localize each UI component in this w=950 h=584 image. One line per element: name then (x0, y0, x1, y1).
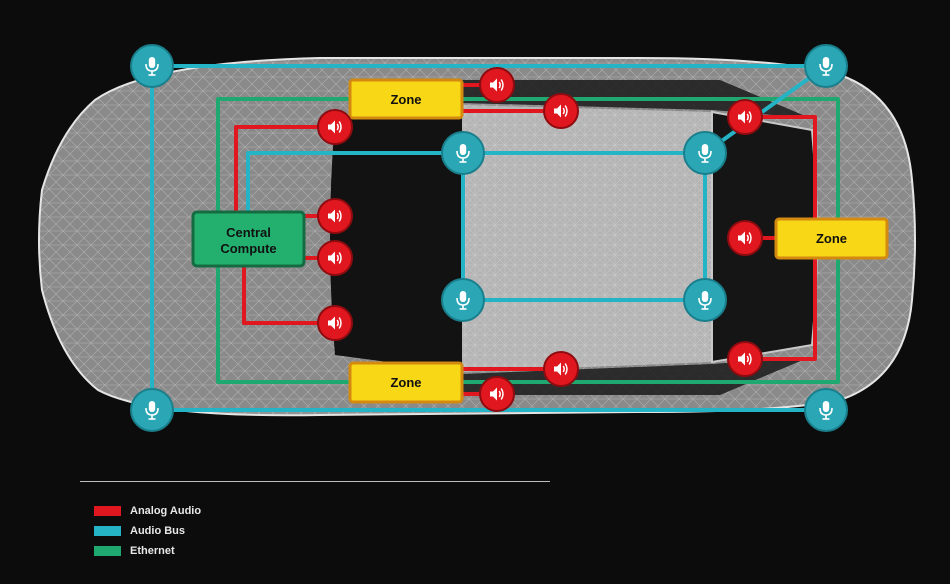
legend-label: Analog Audio (130, 505, 202, 517)
speaker-icon (317, 305, 353, 341)
zone-label: Zone (390, 375, 421, 390)
central-compute-node: Central Compute (191, 210, 306, 268)
speaker-icon (543, 351, 579, 387)
microphone-icon (683, 278, 727, 322)
speaker-icon (727, 341, 763, 377)
audio-bus-link (703, 64, 828, 155)
analog-audio-link (234, 125, 335, 212)
ethernet-link (216, 266, 350, 384)
zone-label: Zone (816, 231, 847, 246)
speaker-icon (317, 240, 353, 276)
microphone-icon (804, 44, 848, 88)
microphone-icon (683, 131, 727, 175)
microphone-icon (130, 44, 174, 88)
audio-bus-link (246, 151, 463, 212)
zone-node-rear: Zone (774, 217, 889, 260)
ethernet-link (216, 97, 350, 212)
analog-audio-link (242, 266, 335, 325)
microphone-icon (804, 388, 848, 432)
speaker-icon (727, 99, 763, 135)
speaker-icon (317, 109, 353, 145)
legend-label: Audio Bus (130, 525, 185, 537)
legend-swatch (94, 546, 121, 556)
legend-item-analog-audio: Analog Audio (94, 504, 201, 518)
central-compute-label: Central (226, 225, 271, 240)
microphone-icon (130, 388, 174, 432)
zone-node-bottom: Zone (348, 361, 464, 404)
microphone-icon (441, 278, 485, 322)
speaker-icon (317, 198, 353, 234)
central-compute-label: Compute (220, 241, 276, 256)
speaker-icon (479, 376, 515, 412)
speaker-icon (479, 67, 515, 103)
microphones (130, 44, 848, 432)
legend-item-audio-bus: Audio Bus (94, 524, 185, 538)
legend: Analog Audio Audio Bus Ethernet (80, 481, 550, 557)
legend-swatch (94, 526, 121, 536)
speakers (317, 67, 763, 412)
legend-label: Ethernet (130, 545, 175, 557)
speaker-icon (727, 220, 763, 256)
legend-item-ethernet: Ethernet (94, 544, 175, 558)
speaker-icon (543, 93, 579, 129)
legend-swatch (94, 506, 121, 516)
zone-label: Zone (390, 92, 421, 107)
zone-node-front: Zone (348, 78, 464, 120)
microphone-icon (441, 131, 485, 175)
